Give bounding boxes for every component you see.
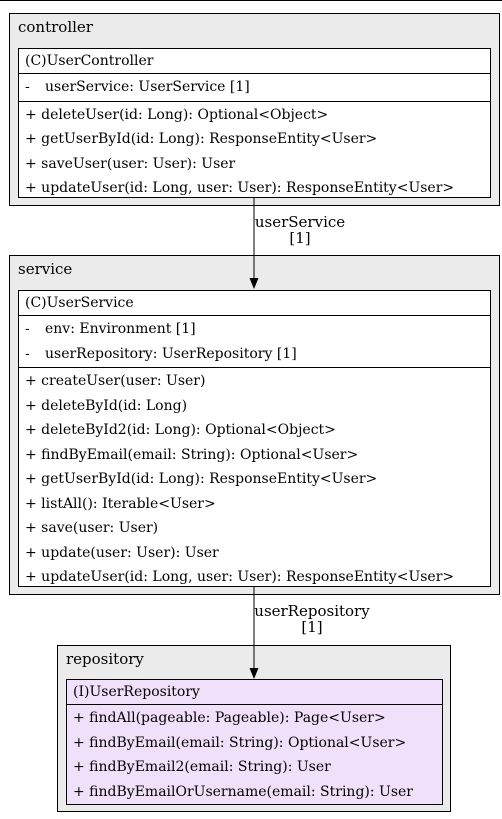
method-row: + findAll(pageable: Pageable): Page<User… bbox=[73, 710, 386, 726]
package-title: repository bbox=[66, 650, 144, 668]
method-row: + deleteUser(id: Long): Optional<Object> bbox=[25, 106, 329, 123]
method-row: + deleteById(id: Long) bbox=[25, 397, 188, 414]
method-row: + findByEmail(email: String): Optional<U… bbox=[73, 734, 407, 751]
class-user-service[interactable]: (C)UserService -env: Environment [1] -us… bbox=[18, 290, 491, 587]
method-row: + getUserById(id: Long): ResponseEntity<… bbox=[25, 471, 378, 487]
method-row: + findByEmailOrUsername(email: String): … bbox=[73, 783, 413, 800]
method-row: + updateUser(id: Long, user: User): Resp… bbox=[25, 180, 455, 196]
package-title: controller bbox=[18, 18, 93, 36]
attribute-row: -userService: UserService [1] bbox=[19, 75, 490, 100]
edge-label-user-service: userService [1] bbox=[253, 214, 347, 246]
visibility-marker: - bbox=[25, 79, 30, 95]
visibility-marker: - bbox=[25, 321, 30, 337]
top-border-line bbox=[0, 0, 502, 1]
arrowhead-icon bbox=[249, 278, 259, 289]
edge-role: userService bbox=[254, 213, 346, 231]
interface-user-repository[interactable]: (I)UserRepository + findAll(pageable: Pa… bbox=[66, 679, 443, 805]
method-row: + findByEmail(email: String): Optional<U… bbox=[25, 446, 359, 463]
class-name: (C)UserController bbox=[19, 49, 490, 74]
attributes-section: -userService: UserService [1] bbox=[19, 74, 490, 102]
method-row: + saveUser(user: User): User bbox=[25, 155, 236, 172]
method-row: + createUser(user: User) bbox=[25, 373, 206, 389]
attribute-row: -userRepository: UserRepository [1] bbox=[19, 342, 490, 367]
package-repository: repository (I)UserRepository + findAll(p… bbox=[57, 645, 451, 812]
edge-role: userRepository bbox=[254, 602, 370, 620]
edge-multiplicity: [1] bbox=[301, 618, 323, 636]
class-user-controller[interactable]: (C)UserController -userService: UserServ… bbox=[18, 48, 491, 198]
class-name: (C)UserService bbox=[19, 291, 490, 316]
attribute-text: env: Environment [1] bbox=[45, 321, 196, 337]
method-row: + listAll(): Iterable<User> bbox=[25, 495, 216, 512]
visibility-marker: - bbox=[25, 345, 30, 362]
arrowhead-icon bbox=[249, 668, 259, 679]
attributes-section: -env: Environment [1] -userRepository: U… bbox=[19, 316, 490, 368]
method-row: + deleteById2(id: Long): Optional<Object… bbox=[25, 422, 336, 438]
package-title: service bbox=[18, 260, 73, 278]
attribute-text: userRepository: UserRepository [1] bbox=[45, 345, 297, 362]
attribute-row: -env: Environment [1] bbox=[19, 317, 490, 342]
methods-section: + createUser(user: User) + deleteById(id… bbox=[19, 368, 490, 591]
method-row: + update(user: User): User bbox=[25, 544, 219, 561]
attribute-text: userService: UserService [1] bbox=[45, 79, 250, 95]
edge-label-user-repository: userRepository [1] bbox=[253, 603, 371, 635]
method-row: + save(user: User) bbox=[25, 520, 159, 536]
package-controller: controller (C)UserController -userServic… bbox=[9, 13, 500, 206]
methods-section: + deleteUser(id: Long): Optional<Object>… bbox=[19, 102, 490, 202]
package-service: service (C)UserService -env: Environment… bbox=[9, 255, 500, 595]
method-row: + findByEmail2(email: String): User bbox=[73, 759, 331, 775]
edge-multiplicity: [1] bbox=[289, 229, 311, 247]
methods-section: + findAll(pageable: Pageable): Page<User… bbox=[67, 705, 442, 805]
interface-name: (I)UserRepository bbox=[67, 680, 442, 705]
method-row: + updateUser(id: Long, user: User): Resp… bbox=[25, 569, 455, 585]
method-row: + getUserById(id: Long): ResponseEntity<… bbox=[25, 131, 378, 147]
